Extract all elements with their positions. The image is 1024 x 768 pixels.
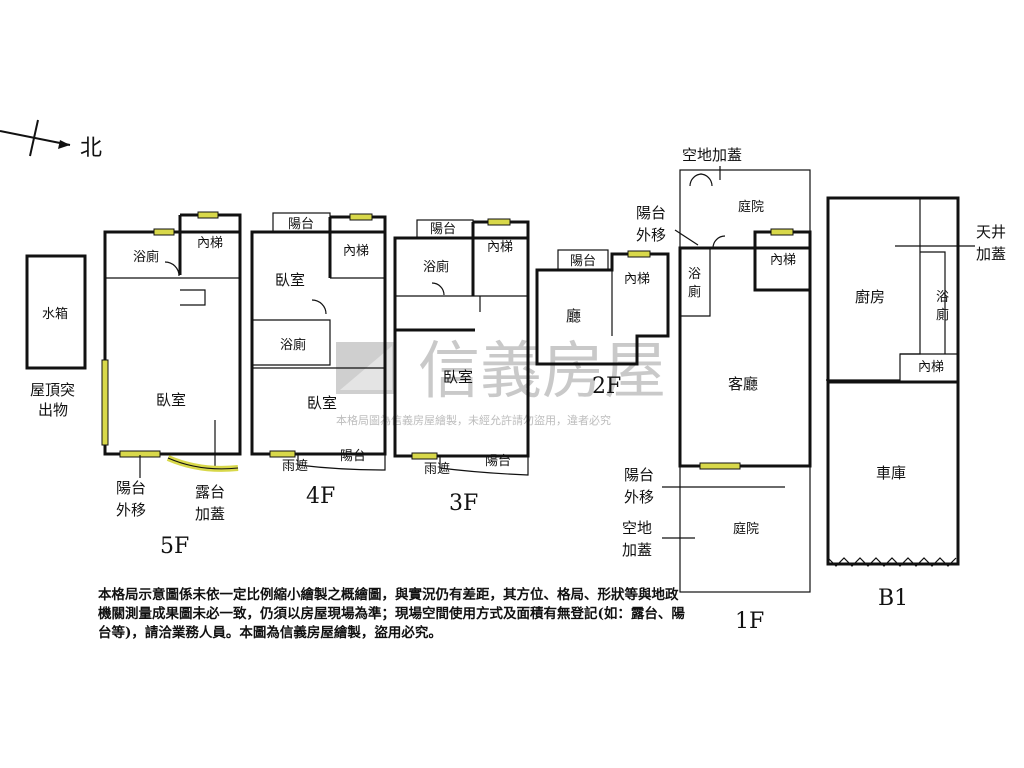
f2-hall-label: 廳 [566, 307, 581, 325]
f5-stair-label: 內梯 [197, 236, 223, 251]
compass-north-label: 北 [80, 136, 102, 161]
rooftop-caption-line2: 出物 [38, 401, 68, 419]
b1-kitchen-label: 廚房 [855, 288, 885, 306]
f3-balcony2-label: 陽台 [485, 454, 511, 469]
f2-stair-label: 內梯 [624, 272, 650, 287]
f4-bedroom1-label: 臥室 [275, 271, 305, 289]
f1-top-annotation: 空地加蓋 [682, 146, 742, 164]
watermark: 信義房屋 本格局圖為信義房屋繪製，未經允許請勿盜用，違者必究 [336, 334, 666, 427]
f1-floor-label: 1F [735, 609, 764, 634]
f3-bath-label: 浴廁 [423, 259, 449, 275]
f3-floor-label: 3F [449, 491, 478, 516]
f5-bedroom-label: 臥室 [156, 391, 186, 409]
f3-balcony-label: 陽台 [430, 222, 456, 237]
f1-bath-l1: 浴 [688, 267, 701, 282]
f3-bedroom-label: 臥室 [443, 368, 473, 386]
f2-floor-label: 2F [592, 374, 621, 399]
f1-balcony2-l1: 陽台 [624, 466, 654, 484]
f5-terrace-l1: 露台 [195, 483, 225, 501]
b1-bath-l1: 浴 [936, 290, 949, 305]
floor-5f [101, 211, 242, 472]
b1-floor-label: B1 [878, 586, 908, 611]
water-tank [25, 254, 87, 370]
f1-balcony-move-l2: 外移 [636, 226, 666, 244]
b1-bath-l2: 廁 [936, 307, 949, 323]
f1-living-label: 客廳 [728, 375, 758, 393]
f1-courtyard-top-label: 庭院 [738, 199, 764, 215]
f5-floor-label: 5F [160, 534, 189, 559]
f1-balcony2-l2: 外移 [624, 488, 654, 506]
b1-skylight-l1: 天井 [976, 223, 1006, 241]
b1-stair-label: 內梯 [918, 360, 944, 375]
f1-stair-label: 內梯 [770, 253, 796, 268]
watermark-notice: 本格局圖為信義房屋繪製，未經允許請勿盜用，違者必究 [336, 413, 611, 427]
rooftop-caption-line1: 屋頂突 [30, 381, 75, 399]
f4-balcony2-label: 陽台 [340, 449, 366, 464]
f4-bedroom2-label: 臥室 [307, 394, 337, 412]
f1-open-l1: 空地 [622, 519, 652, 537]
f1-bath-l2: 廁 [688, 284, 701, 300]
floor-b1 [826, 196, 960, 567]
b1-garage-label: 車庫 [876, 464, 906, 482]
f4-canopy-label: 雨遮 [282, 458, 308, 474]
f5-balcony-l2: 外移 [116, 501, 146, 519]
b1-skylight-l2: 加蓋 [976, 245, 1006, 263]
f1-balcony-move-l1: 陽台 [636, 204, 666, 222]
f4-stair-label: 內梯 [343, 244, 369, 259]
disclaimer-text: 本格局示意圖係未依一定比例縮小繪製之概繪圖，與實況仍有差距，其方位、格局、形狀等… [98, 587, 685, 641]
f1-courtyard-bottom-label: 庭院 [733, 521, 759, 537]
f1-open-l2: 加蓋 [622, 541, 652, 559]
watermark-brand: 信義房屋 [418, 334, 666, 407]
floor-3f [393, 218, 530, 476]
north-arrow-icon [0, 119, 71, 157]
f4-bath-label: 浴廁 [280, 337, 306, 353]
f4-floor-label: 4F [306, 484, 335, 509]
floor-1f [678, 169, 812, 593]
f2-balcony-label: 陽台 [570, 254, 596, 269]
f5-balcony-l1: 陽台 [116, 479, 146, 497]
f3-canopy-label: 雨遮 [424, 461, 450, 477]
f4-balcony-label: 陽台 [288, 217, 314, 232]
water-tank-label: 水箱 [42, 306, 68, 322]
f5-terrace-l2: 加蓋 [195, 505, 225, 523]
f3-stair-label: 內梯 [487, 240, 513, 255]
f5-bath-label: 浴廁 [133, 249, 159, 265]
floor-4f [250, 212, 387, 471]
floor-2f [535, 249, 670, 366]
